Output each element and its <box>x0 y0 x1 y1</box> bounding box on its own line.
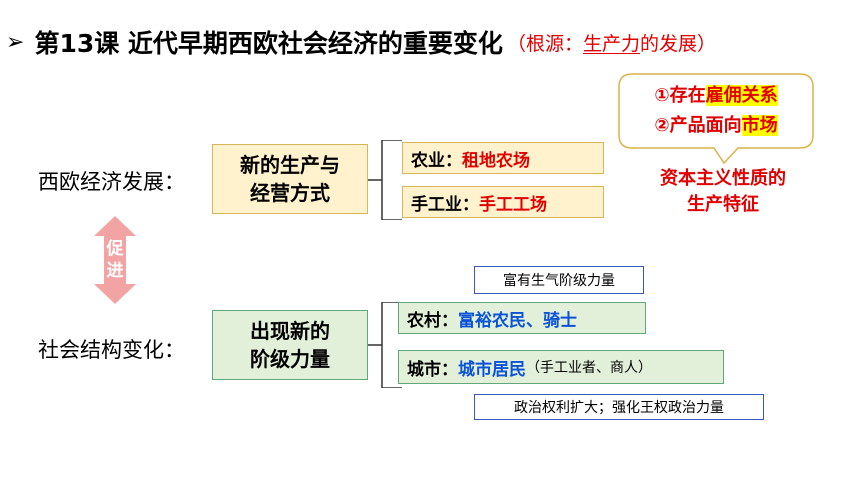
urban-note: 政治权利扩大；强化王权政治力量 <box>474 394 764 420</box>
society-bracket <box>368 302 402 388</box>
agriculture-value: 租地农场 <box>462 150 530 171</box>
promote-label: 促 进 <box>106 239 124 281</box>
economy-bracket <box>368 140 402 220</box>
urban-value: 城市居民 <box>458 359 526 380</box>
double-arrow-icon <box>94 216 136 304</box>
urban-item: 城市：城市居民（手工业者、商人） <box>398 350 724 384</box>
rural-value: 富裕农民、骑士 <box>458 310 577 331</box>
rural-item: 农村：富裕农民、骑士 <box>398 302 646 334</box>
rural-note: 富有生气阶级力量 <box>474 266 644 294</box>
root-cause-note: （根源：生产力的发展） <box>506 32 716 55</box>
agriculture-item: 农业：租地农场 <box>402 142 604 174</box>
capitalist-feature-text: 资本主义性质的 生产特征 <box>660 168 786 215</box>
handicraft-item: 手工业：手工工场 <box>402 186 604 218</box>
callout-line-market: ②产品面向市场 <box>654 115 778 136</box>
promote-double-arrow: 促 进 <box>92 216 138 304</box>
callout-line-employment: ①存在雇佣关系 <box>654 85 778 106</box>
economy-row-label: 西欧经济发展： <box>38 170 185 194</box>
urban-detail: （手工业者、商人） <box>526 360 652 376</box>
characteristics-callout: ①存在雇佣关系 ②产品面向市场 <box>618 73 814 165</box>
new-production-box: 新的生产与 经营方式 <box>212 144 368 214</box>
new-class-force-box: 出现新的 阶级力量 <box>212 310 368 380</box>
root-cause-keyword: 生产力 <box>582 32 640 55</box>
lesson-title: 第13课 近代早期西欧社会经济的重要变化 <box>34 29 503 58</box>
handicraft-value: 手工工场 <box>479 194 547 215</box>
page-title: ➢ 第13课 近代早期西欧社会经济的重要变化 （根源：生产力的发展） <box>6 20 716 64</box>
arrow-bullet-icon: ➢ <box>6 29 25 55</box>
society-row-label: 社会结构变化： <box>38 338 185 362</box>
